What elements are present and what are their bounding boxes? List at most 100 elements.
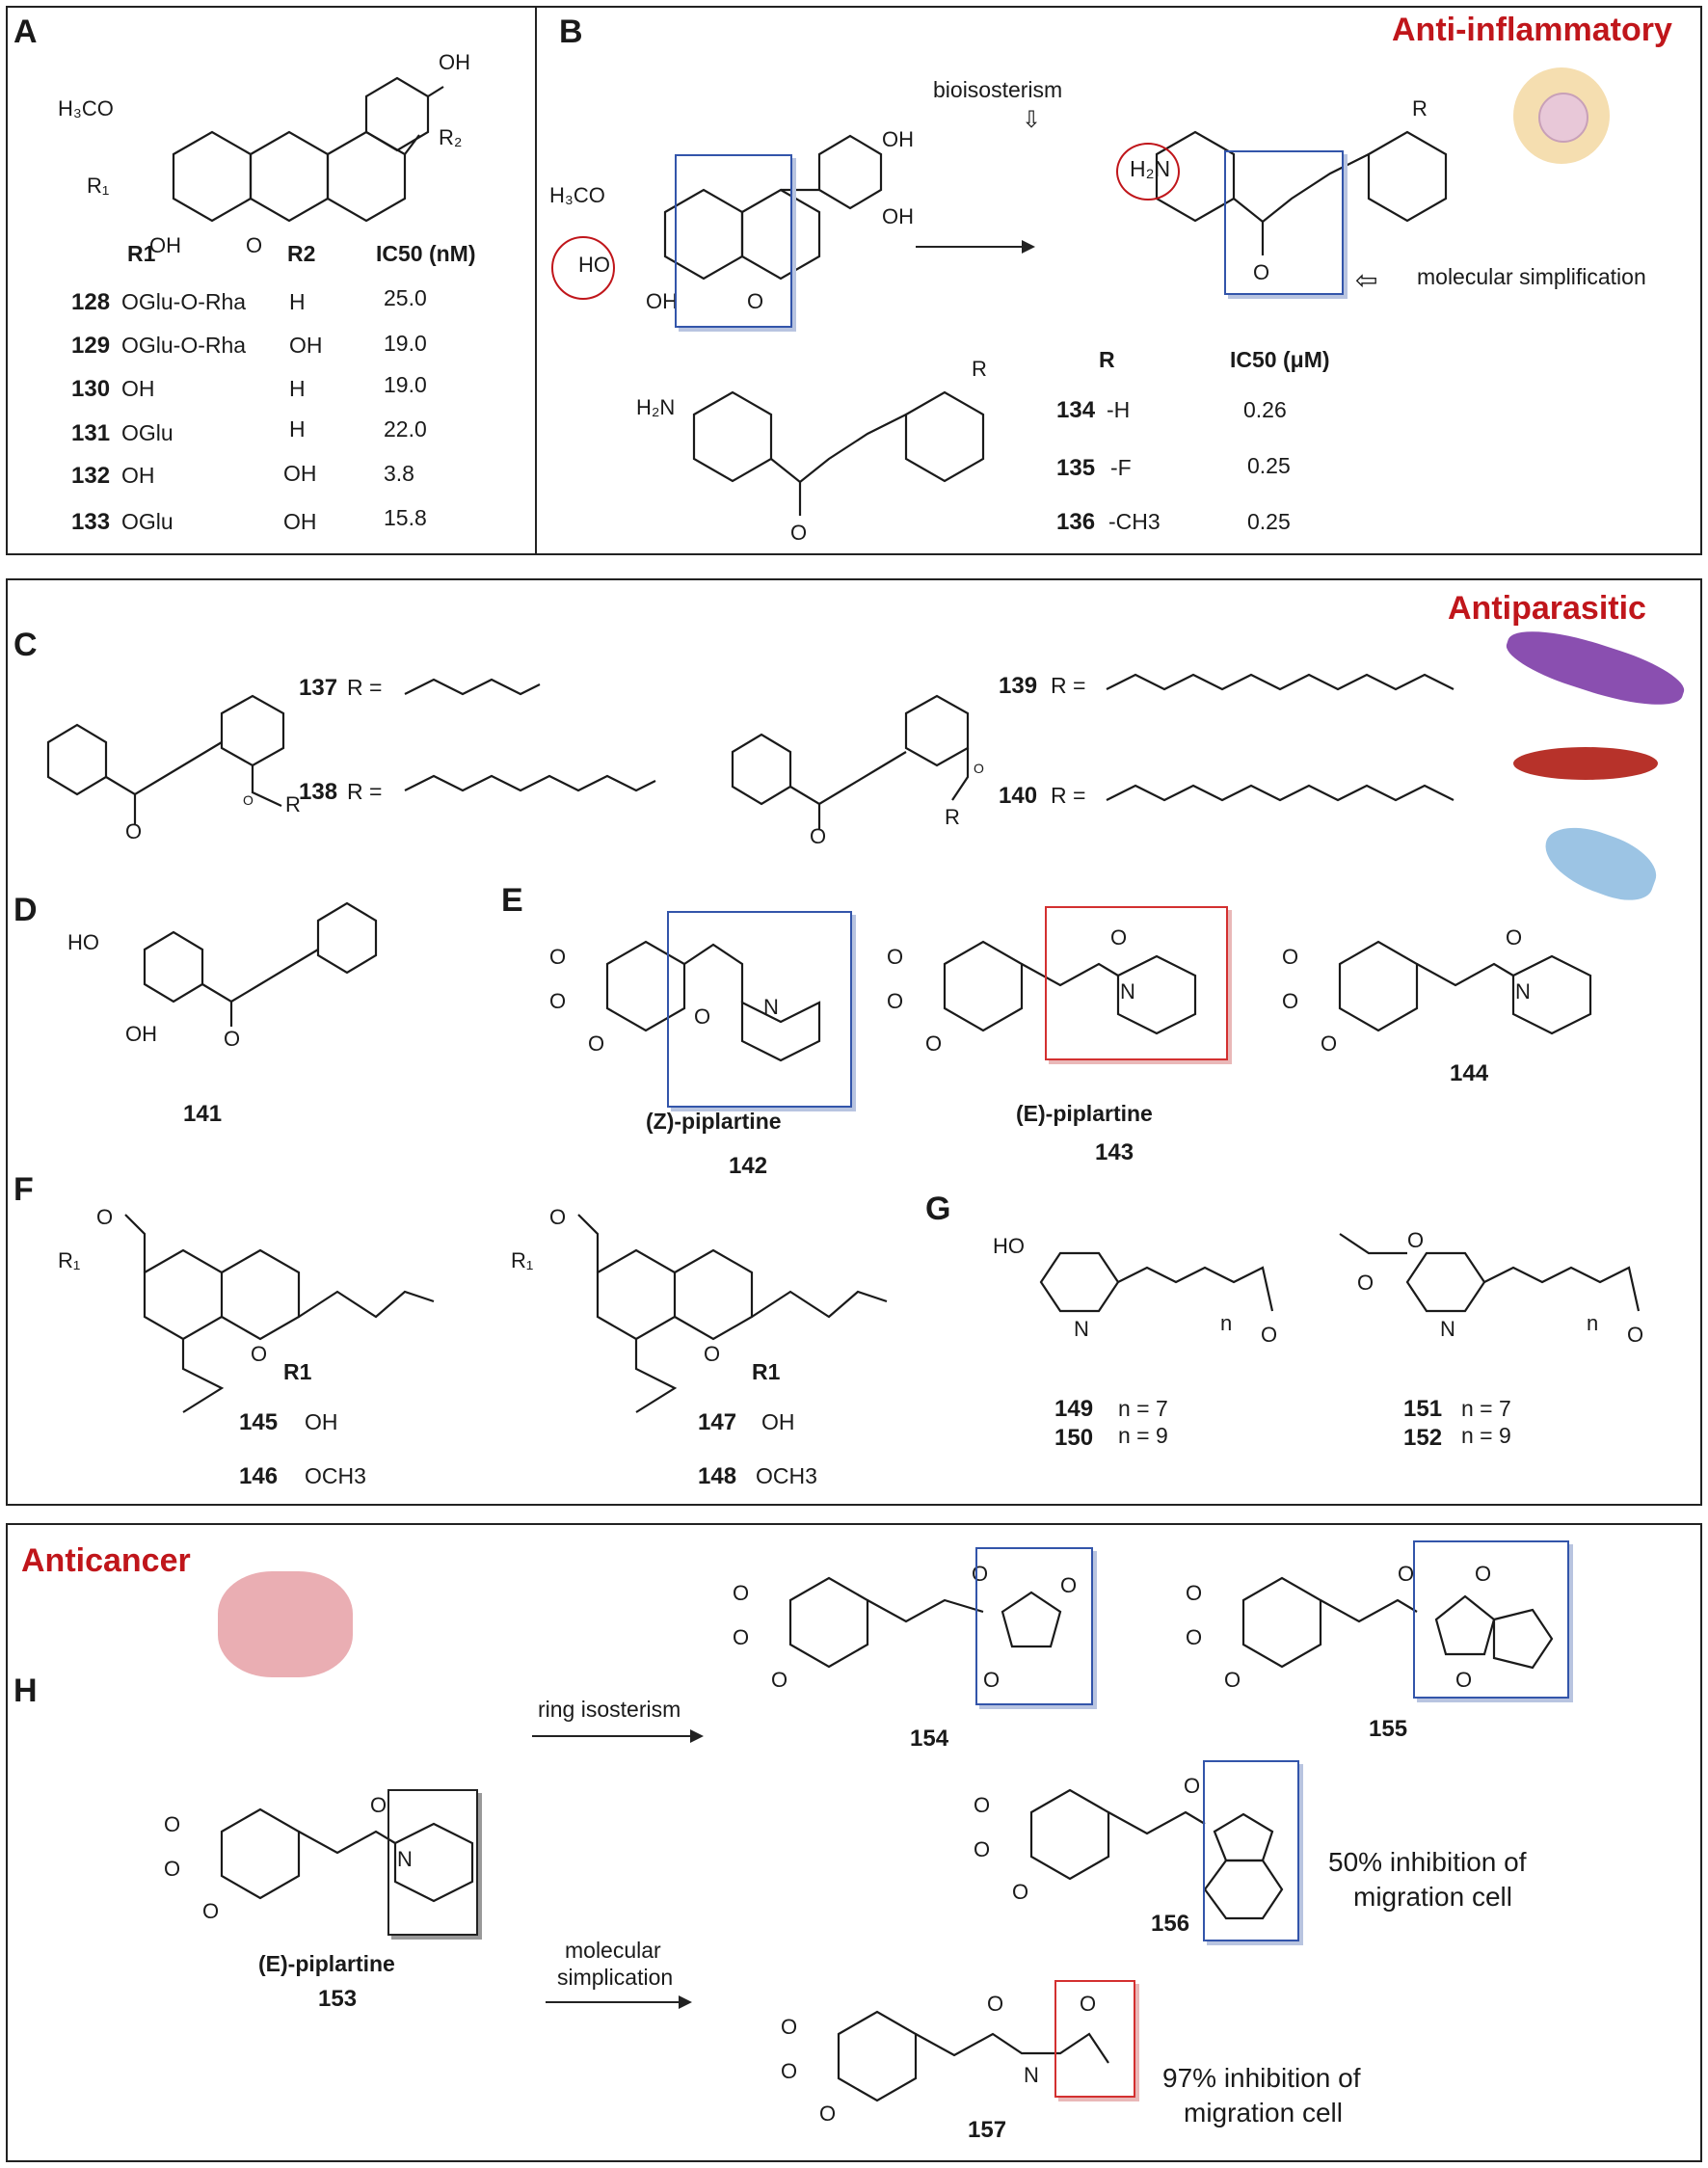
ic50-value: 3.8 bbox=[384, 461, 414, 486]
panel-a-label: A bbox=[13, 13, 38, 50]
svg-text:N: N bbox=[1120, 979, 1135, 1004]
piperidine-alkaloid-right: O O N n O bbox=[1339, 1228, 1643, 1347]
n-value: n = 9 bbox=[1461, 1423, 1511, 1448]
svg-text:O: O bbox=[733, 1625, 749, 1649]
e-piplartine-structure: OOO ON bbox=[887, 925, 1197, 1056]
svg-text:O: O bbox=[1012, 1880, 1028, 1904]
compound-id-142: 142 bbox=[729, 1153, 768, 1179]
svg-text:R₁: R₁ bbox=[511, 1248, 533, 1272]
ic50-value: 25.0 bbox=[384, 285, 427, 310]
svg-text:O: O bbox=[987, 1992, 1003, 2016]
compound-id-143: 143 bbox=[1095, 1139, 1134, 1165]
svg-text:R₁: R₁ bbox=[87, 174, 109, 198]
simplification-arrow-icon: ⇦ bbox=[1355, 265, 1378, 295]
r1-value: OH bbox=[121, 463, 155, 488]
compound-id: 140 bbox=[999, 783, 1038, 809]
svg-text:N: N bbox=[1515, 979, 1531, 1004]
svg-text:O: O bbox=[1110, 925, 1127, 950]
blue-highlight-box bbox=[1203, 1760, 1299, 1941]
panel-d-label: D bbox=[13, 892, 38, 928]
svg-text:O: O bbox=[819, 2101, 836, 2126]
blue-highlight-box bbox=[1224, 150, 1344, 295]
reaction-arrow bbox=[916, 240, 1035, 254]
header-ic50-um: IC50 (μM) bbox=[1230, 347, 1330, 372]
svg-text:O: O bbox=[1186, 1581, 1202, 1605]
indole-analog-156: OOO O bbox=[974, 1774, 1284, 1920]
dihydro-piplartine-structure: OOO ON bbox=[1282, 925, 1592, 1056]
z-piplartine-name: (Z)-piplartine bbox=[646, 1109, 782, 1134]
header-r2: R2 bbox=[287, 241, 316, 266]
svg-text:O: O bbox=[370, 1793, 387, 1817]
svg-text:O: O bbox=[224, 1027, 240, 1051]
svg-text:O: O bbox=[1627, 1323, 1643, 1347]
compound-id: 145 bbox=[239, 1409, 279, 1435]
svg-text:O: O bbox=[887, 989, 903, 1013]
r1-value: OH bbox=[121, 376, 155, 401]
svg-text:O: O bbox=[1506, 925, 1522, 950]
svg-text:O: O bbox=[1455, 1668, 1472, 1692]
molecular-simplication-arrow bbox=[546, 1995, 692, 2009]
svg-text:O: O bbox=[549, 989, 566, 1013]
svg-text:O: O bbox=[1407, 1228, 1424, 1252]
compound-id-141: 141 bbox=[183, 1101, 223, 1127]
amine-highlight-circle bbox=[1116, 143, 1180, 201]
svg-text:O: O bbox=[125, 819, 142, 843]
r1-value: OCH3 bbox=[756, 1463, 817, 1488]
mosquito-illustration bbox=[1513, 747, 1658, 780]
inhibition-156-line1: 50% inhibition of bbox=[1328, 1847, 1527, 1877]
svg-text:OH: OH bbox=[882, 204, 914, 228]
svg-text:O: O bbox=[251, 1342, 267, 1366]
bioisosterism-label: bioisosterism bbox=[933, 77, 1063, 102]
svg-text:O: O bbox=[887, 945, 903, 969]
r1-value: OGlu-O-Rha bbox=[121, 333, 247, 358]
flavone-structure-a: H₃CO OH R₂ R₁ OH O bbox=[58, 50, 470, 257]
panel-g-label: G bbox=[925, 1191, 951, 1227]
start-piplartine-name: (E)-piplartine bbox=[258, 1951, 395, 1976]
ic50-value: 15.8 bbox=[384, 505, 427, 530]
category-antiparasitic: Antiparasitic bbox=[1448, 590, 1646, 627]
r1-value: OGlu bbox=[121, 509, 173, 534]
svg-text:OH: OH bbox=[125, 1022, 157, 1046]
compound-id: 136 bbox=[1056, 509, 1096, 535]
compound-id: 139 bbox=[999, 673, 1038, 699]
r2-value: OH bbox=[289, 333, 323, 358]
r-equals: R = bbox=[347, 779, 383, 804]
svg-text:OH: OH bbox=[439, 50, 470, 74]
header-r: R bbox=[1099, 347, 1115, 372]
anticancer-panel bbox=[6, 1523, 1702, 2162]
svg-text:O: O bbox=[974, 761, 984, 776]
compound-id: 134 bbox=[1056, 397, 1096, 423]
svg-text:OH: OH bbox=[149, 233, 181, 257]
ring-isosterism-label: ring isosterism bbox=[538, 1697, 681, 1722]
compound-id: 147 bbox=[698, 1409, 737, 1435]
e-piplartine-name: (E)-piplartine bbox=[1016, 1101, 1153, 1126]
piperidine-alkaloid-left: HO N n O bbox=[993, 1234, 1277, 1347]
svg-text:OH: OH bbox=[646, 289, 678, 313]
cancer-cells-illustration bbox=[218, 1571, 353, 1677]
svg-text:R₂: R₂ bbox=[439, 125, 462, 149]
compound-id-153: 153 bbox=[318, 1986, 358, 2012]
compound-id-157: 157 bbox=[968, 2117, 1007, 2143]
chalcone-structure-c-left: O O R bbox=[46, 694, 301, 843]
inhibition-157-line1: 97% inhibition of bbox=[1162, 2063, 1361, 2093]
svg-text:O: O bbox=[810, 824, 826, 848]
svg-text:H₃CO: H₃CO bbox=[549, 183, 605, 207]
panel-b-label: B bbox=[559, 13, 583, 50]
svg-text:O: O bbox=[243, 792, 254, 808]
ic50-value: 0.25 bbox=[1247, 453, 1291, 478]
hydroxyl-highlight-circle bbox=[551, 236, 615, 300]
svg-text:H₂N: H₂N bbox=[636, 395, 675, 419]
svg-text:n: n bbox=[1587, 1311, 1598, 1335]
svg-text:O: O bbox=[1253, 260, 1269, 284]
compound-id: 135 bbox=[1056, 455, 1096, 481]
blue-highlight-box bbox=[975, 1547, 1093, 1705]
r-value: -F bbox=[1110, 455, 1132, 480]
svg-text:O: O bbox=[790, 521, 807, 545]
r1-header-f-right: R1 bbox=[752, 1359, 781, 1384]
antiparasitic-panel bbox=[6, 578, 1702, 1506]
svg-text:N: N bbox=[763, 995, 779, 1019]
svg-text:O: O bbox=[1060, 1573, 1077, 1597]
compound-id: 137 bbox=[299, 675, 338, 701]
svg-text:O: O bbox=[246, 233, 262, 257]
compound-id-156: 156 bbox=[1151, 1911, 1190, 1937]
